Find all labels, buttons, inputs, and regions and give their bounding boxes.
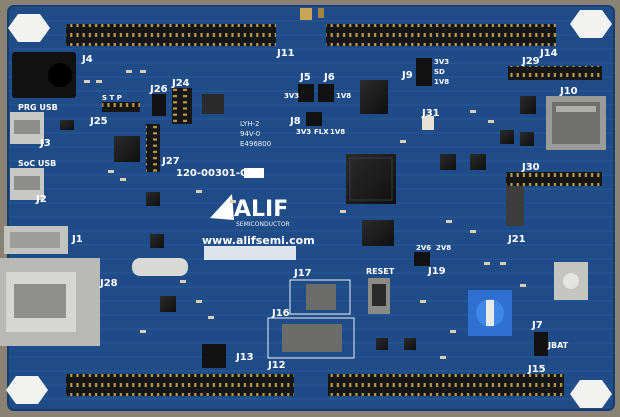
label-1v8-c: 1V8 [330, 128, 345, 136]
brand-name: ALIF [234, 197, 288, 222]
ul-mark: 94V-0 [240, 130, 260, 138]
header-j14 [326, 24, 556, 46]
label-j24: J24 [171, 78, 190, 89]
soc-chip [346, 154, 396, 204]
label-j3: J3 [39, 138, 51, 149]
label-j1: J1 [71, 234, 83, 245]
brand-logo [210, 194, 234, 220]
label-j9: J9 [401, 70, 413, 81]
label-j11: J11 [276, 48, 295, 59]
label-sd: SD [434, 68, 445, 76]
label-j8: J8 [289, 116, 301, 127]
label-j10: J10 [559, 86, 578, 97]
jumper-j6 [318, 84, 334, 102]
brand-url: www.alifsemi.com [202, 234, 315, 247]
label-j15: J15 [527, 364, 546, 375]
label-j30: J30 [521, 162, 540, 173]
label-soc-usb: SoC USB [18, 159, 56, 168]
lyh-label: LYH-2 [240, 120, 260, 128]
jumper-j9 [416, 58, 432, 86]
passives [84, 70, 526, 359]
jumper-j5 [298, 84, 314, 102]
jumper-j19 [414, 252, 430, 266]
label-3v3-b: 3V3 [434, 58, 449, 66]
chip-u1 [360, 80, 388, 114]
label-j27: J27 [161, 156, 180, 167]
label-j21: J21 [507, 234, 526, 245]
label-3v3-a: 3V3 [284, 92, 299, 100]
label-stp: S T P [102, 94, 122, 102]
label-reset: RESET [366, 267, 395, 276]
chip-u2 [114, 136, 140, 162]
label-j7: J7 [531, 320, 543, 331]
label-j6: J6 [323, 72, 335, 83]
label-j14: J14 [539, 48, 558, 59]
jumper-j25 [102, 102, 140, 112]
header-j29 [508, 66, 602, 80]
label-j2: J2 [35, 194, 47, 205]
label-j29: J29 [521, 56, 540, 67]
jumper-j24 [172, 88, 192, 124]
header-j11 [66, 24, 276, 46]
jumper-j27 [146, 124, 160, 172]
label-prg-usb: PRG USB [18, 103, 58, 112]
fpc-j21 [506, 186, 524, 226]
header-j30 [506, 172, 602, 186]
label-j16: J16 [271, 308, 290, 319]
jumper-j7 [534, 332, 548, 356]
label-jbat: JBAT [547, 341, 569, 350]
connector-j16 [282, 324, 342, 352]
header-j12 [66, 374, 294, 396]
crystal [132, 258, 188, 276]
label-flx: FLX [314, 128, 329, 136]
header-j13 [202, 344, 226, 368]
label-j12: J12 [267, 360, 286, 371]
brand-subtitle: SEMICONDUCTOR [236, 221, 290, 228]
date-code: E496800 [240, 140, 271, 148]
chip-u3 [362, 220, 394, 246]
label-j19: J19 [427, 266, 446, 277]
standoffs [6, 10, 612, 408]
connector-j17 [306, 284, 336, 310]
label-2v8: 2V8 [436, 244, 451, 252]
label-j4: J4 [81, 54, 93, 65]
part-number: 120-00301-C [176, 168, 247, 179]
label-j5: J5 [299, 72, 311, 83]
label-j31: J31 [421, 108, 440, 119]
label-j25: J25 [89, 116, 108, 127]
label-j26: J26 [149, 84, 168, 95]
label-1v8-b: 1V8 [434, 78, 449, 86]
led-j31 [422, 116, 434, 130]
label-j28: J28 [99, 278, 118, 289]
label-2v6: 2V6 [416, 244, 431, 252]
jumper-j26 [152, 94, 166, 116]
label-j17: J17 [293, 268, 312, 279]
header-j15 [328, 374, 564, 396]
label-1v8-a: 1V8 [336, 92, 351, 100]
label-3v3-c: 3V3 [296, 128, 311, 136]
jumper-j8 [306, 112, 322, 126]
label-j13: J13 [235, 352, 254, 363]
